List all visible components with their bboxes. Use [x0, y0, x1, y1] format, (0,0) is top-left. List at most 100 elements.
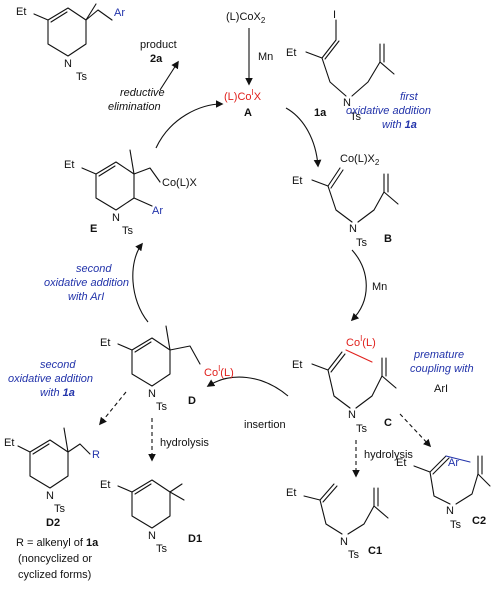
hydrolysis-c-label: hydrolysis: [364, 449, 413, 461]
cycle-arrow-e-to-a: [155, 100, 224, 149]
note-line2: (noncyclized or: [18, 553, 92, 565]
mn-top-label: Mn: [258, 51, 273, 63]
n-label: N: [340, 536, 348, 548]
second-oa-1a-line2: oxidative addition: [8, 373, 93, 385]
species-a-label: A: [244, 107, 252, 119]
species-c-label: C: [384, 417, 392, 429]
second-oa-1a-line3: with 1a: [40, 387, 75, 399]
et-label: Et: [396, 457, 406, 469]
et-label: Et: [292, 359, 302, 371]
species-c2-structure: Et Ar N Ts C2: [396, 455, 491, 531]
step-premature-coupling: premature coupling with ArI: [410, 349, 474, 395]
cobalt-label: CoI(L): [346, 334, 376, 349]
n-label: N: [112, 212, 120, 224]
ts-label: Ts: [348, 549, 360, 561]
precatalyst-label: (L)CoX2: [226, 11, 266, 25]
arrow-c-to-c2: [399, 413, 432, 448]
precatalyst-block: (L)CoX2 Mn (L)CoIX A: [224, 11, 273, 119]
aryl-label: Ar: [114, 7, 125, 19]
insertion-label: insertion: [244, 419, 286, 431]
first-oa-line3: with 1a: [382, 119, 417, 131]
ts-label: Ts: [356, 237, 368, 249]
first-oa-line2: oxidative addition: [346, 105, 431, 117]
iodo-label: I: [333, 9, 336, 21]
ts-label: Ts: [156, 543, 168, 555]
cycle-arrow-c-to-d: [206, 376, 289, 397]
ts-label: Ts: [356, 423, 368, 435]
n-label: N: [148, 530, 156, 542]
species-d2-structure: Et R N Ts D2: [4, 427, 100, 529]
second-oa-ari-line3: with ArI: [68, 291, 104, 303]
et-label: Et: [286, 487, 296, 499]
product-2a-structure: Et Ar N Ts product 2a: [16, 3, 177, 83]
species-c1-structure: Et N Ts C1: [286, 483, 389, 561]
et-label: Et: [286, 47, 296, 59]
arrow-d-to-d2: [99, 391, 127, 426]
substrate-1a-structure: I Et N Ts 1a: [286, 9, 395, 123]
species-d-label: D: [188, 395, 196, 407]
species-b-label: B: [384, 233, 392, 245]
premature-ari: ArI: [434, 383, 448, 395]
substrate-number: 1a: [314, 107, 327, 119]
et-label: Et: [16, 6, 26, 18]
n-label: N: [343, 97, 351, 109]
aryl-label: Ar: [152, 205, 163, 217]
n-label: N: [46, 490, 54, 502]
et-label: Et: [100, 337, 110, 349]
n-label: N: [348, 409, 356, 421]
et-label: Et: [4, 437, 14, 449]
step-second-oa-ari: second oxidative addition with ArI: [44, 263, 129, 303]
et-label: Et: [64, 159, 74, 171]
ts-label: Ts: [156, 401, 168, 413]
species-d-structure: Et CoI(L) N Ts D: [100, 325, 234, 413]
r-label: R: [92, 449, 100, 461]
species-d1-structure: Et N Ts D1: [100, 479, 202, 555]
cycle-arrow-a-to-b: [285, 107, 322, 168]
mn-right-label: Mn: [372, 281, 387, 293]
species-b-structure: Co(L)X2 Et N Ts B: [292, 153, 399, 249]
second-oa-ari-line1: second: [76, 263, 112, 275]
step-reductive-elimination: reductive elimination: [108, 87, 165, 113]
second-oa-ari-line2: oxidative addition: [44, 277, 129, 289]
species-a-formula: (L)CoIX: [224, 88, 262, 103]
n-label: N: [148, 388, 156, 400]
cobalt-label: Co(L)X2: [340, 153, 380, 167]
reductive-line2: elimination: [108, 101, 161, 113]
product-word: product: [140, 39, 177, 51]
et-label: Et: [100, 479, 110, 491]
n-label: N: [64, 58, 72, 70]
second-oa-1a-line1: second: [40, 359, 76, 371]
ts-label: Ts: [54, 503, 66, 515]
ts-label: Ts: [350, 111, 362, 123]
ts-label: Ts: [450, 519, 462, 531]
ts-label: Ts: [122, 225, 134, 237]
premature-line2: coupling with: [410, 363, 474, 375]
species-c2-label: C2: [472, 515, 486, 527]
species-c-structure: CoI(L) Et N Ts C: [292, 334, 397, 435]
n-label: N: [349, 223, 357, 235]
hydrolysis-d-label: hydrolysis: [160, 437, 209, 449]
species-d1-label: D1: [188, 533, 202, 545]
note-line1: R = alkenyl of 1a: [16, 537, 99, 549]
et-label: Et: [292, 175, 302, 187]
n-label: N: [446, 505, 454, 517]
cobalt-label: CoI(L): [204, 364, 234, 379]
note-line3: cyclized forms): [18, 569, 91, 581]
r-definition-note: R = alkenyl of 1a (noncyclized or cycliz…: [16, 537, 99, 581]
ts-label: Ts: [76, 71, 88, 83]
reductive-line1: reductive: [120, 87, 165, 99]
arrow-to-product: [159, 60, 179, 91]
aryl-label: Ar: [448, 457, 459, 469]
species-d2-label: D2: [46, 517, 60, 529]
step-first-oxidative-addition: first oxidative addition with 1a: [346, 91, 431, 131]
first-oa-line1: first: [400, 91, 419, 103]
step-second-oa-1a: second oxidative addition with 1a: [8, 359, 93, 399]
species-e-label: E: [90, 223, 97, 235]
product-number: 2a: [150, 53, 163, 65]
cycle-arrow-b-to-c: [350, 249, 367, 322]
species-c1-label: C1: [368, 545, 382, 557]
cycle-arrow-d-to-e: [132, 242, 149, 323]
cobalt-label: Co(L)X: [162, 177, 198, 189]
